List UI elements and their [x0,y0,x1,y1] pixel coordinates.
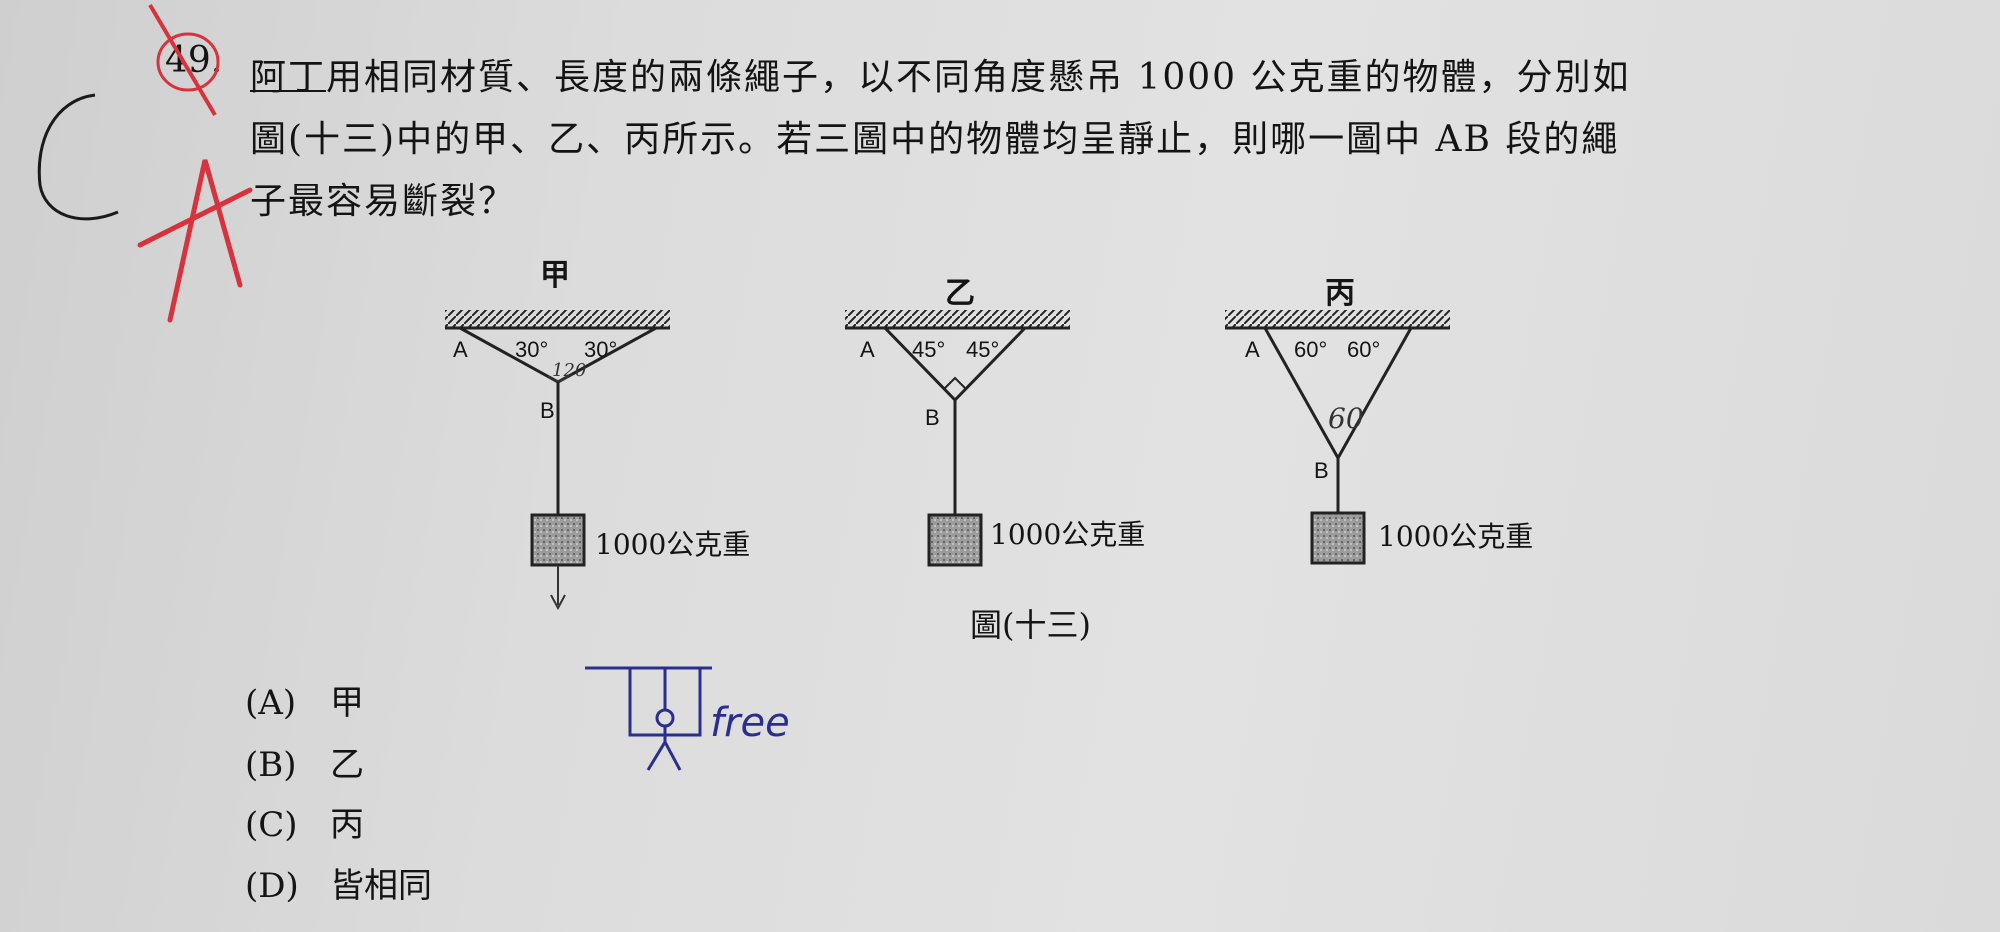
red-strike-mark [148,3,217,117]
rope-ab [1263,327,1340,459]
figure-jia-weight-label: 1000公克重 [595,528,751,561]
red-number-circle [156,32,220,92]
blue-free-note: free [710,700,790,746]
option-a-text: 甲 [330,683,364,723]
figure-jia-point-a: A [453,337,468,362]
blue-sketch [585,666,712,771]
question-line-1: 阿丁用相同材質、長度的兩條繩子，以不同角度懸吊 1000 公克重的物體，分別如 [250,48,1631,100]
option-b-letter: (B) [245,745,297,785]
figure-yi-angle-right: 45° [966,337,1000,362]
option-c-letter: (C) [245,805,298,845]
question-line-2: 圖(十三)中的甲、乙、丙所示。若三圖中的物體均呈靜止，則哪一圖中 AB 段的繩 [250,119,1620,160]
figure-yi-point-a: A [860,337,875,362]
option-c-text: 丙 [330,805,364,845]
figure-jia-angle-left: 30° [515,337,549,362]
option-b[interactable]: (B) 乙 [245,737,364,786]
figure-yi-label: 乙 [945,276,975,311]
weight-block [927,513,983,567]
figure-bing-point-b: B [1314,458,1329,483]
figure-caption: 圖(十三) [970,606,1091,644]
down-arrow-sketch [550,565,566,611]
figure-jia-diagram [445,310,670,611]
figure-jia-angle-right: 30° [584,337,618,362]
rope-ab [883,326,957,402]
figure-bing-handwritten-angle: 60 [1328,402,1364,435]
red-a-crossbar [137,187,253,248]
figure-bing-point-a: A [1245,337,1260,362]
handwritten-c-mark [37,93,119,221]
figure-bing-diagram [1225,310,1450,565]
option-d-letter: (D) [245,866,299,906]
figure-bing-weight-label: 1000公克重 [1378,520,1534,553]
figure-jia-handwritten-angle: 120 [552,360,587,381]
figure-bing-angle-right: 60° [1347,337,1381,362]
option-b-text: 乙 [330,745,364,785]
red-a-strokes [167,159,243,323]
figure-jia-point-b: B [540,398,555,423]
figure-yi-diagram [845,310,1070,567]
figure-bing-label: 丙 [1325,276,1355,311]
weight-block [530,513,586,567]
figure-yi-angle-left: 45° [912,337,946,362]
ceiling-hatch [445,310,670,328]
figure-yi-weight-label: 1000公克重 [990,518,1146,551]
weight-block [1310,511,1366,565]
option-d[interactable]: (D) 皆相同 [245,858,432,907]
figure-yi-point-b: B [925,405,940,430]
option-c[interactable]: (C) 丙 [245,797,364,846]
figure-bing-angle-left: 60° [1294,337,1328,362]
figure-jia-label: 甲 [540,258,570,293]
question-line-3: 子最容易斷裂？ [250,181,517,222]
question-line-1-text: 用相同材質、長度的兩條繩子，以不同角度懸吊 1000 公克重的物體，分別如 [326,57,1631,98]
option-d-text: 皆相同 [330,866,432,906]
option-a-letter: (A) [245,683,297,723]
rope-ab [459,326,559,384]
option-a[interactable]: (A) 甲 [245,675,364,724]
student-name: 阿丁 [250,57,327,98]
